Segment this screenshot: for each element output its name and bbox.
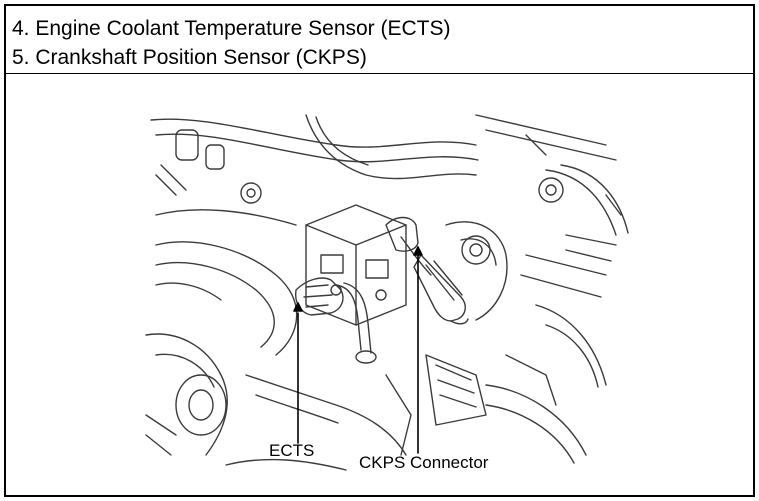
- engine-diagram-area: ECTS CKPS Connector: [6, 75, 753, 495]
- header-line-ckps: 5. Crankshaft Position Sensor (CKPS): [12, 46, 367, 69]
- callout-label-ckps-connector: CKPS Connector: [359, 453, 489, 472]
- callout-label-ects: ECTS: [269, 441, 315, 460]
- header-line-ects: 4. Engine Coolant Temperature Sensor (EC…: [12, 17, 451, 40]
- callout-leader-lines: [293, 246, 423, 454]
- document-frame: 4. Engine Coolant Temperature Sensor (EC…: [4, 4, 755, 497]
- engine-bay-linework: [145, 114, 629, 471]
- engine-bay-illustration: [145, 114, 629, 471]
- header-panel: 4. Engine Coolant Temperature Sensor (EC…: [6, 6, 753, 74]
